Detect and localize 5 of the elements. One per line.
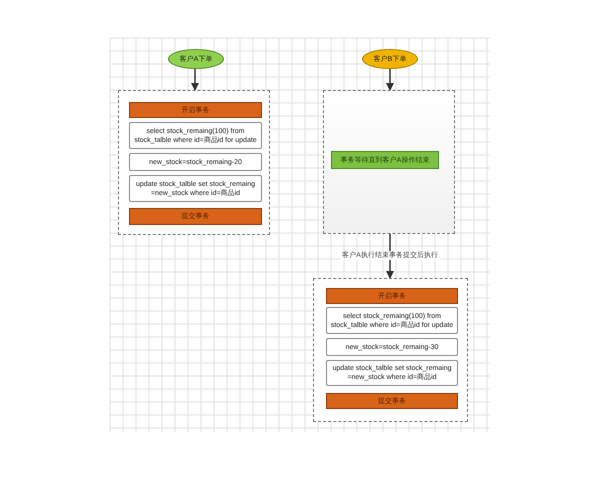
arrow bbox=[191, 69, 199, 91]
arrow bbox=[386, 69, 394, 91]
group-box bbox=[313, 278, 468, 422]
group-box bbox=[323, 90, 455, 234]
group-box bbox=[118, 90, 270, 235]
